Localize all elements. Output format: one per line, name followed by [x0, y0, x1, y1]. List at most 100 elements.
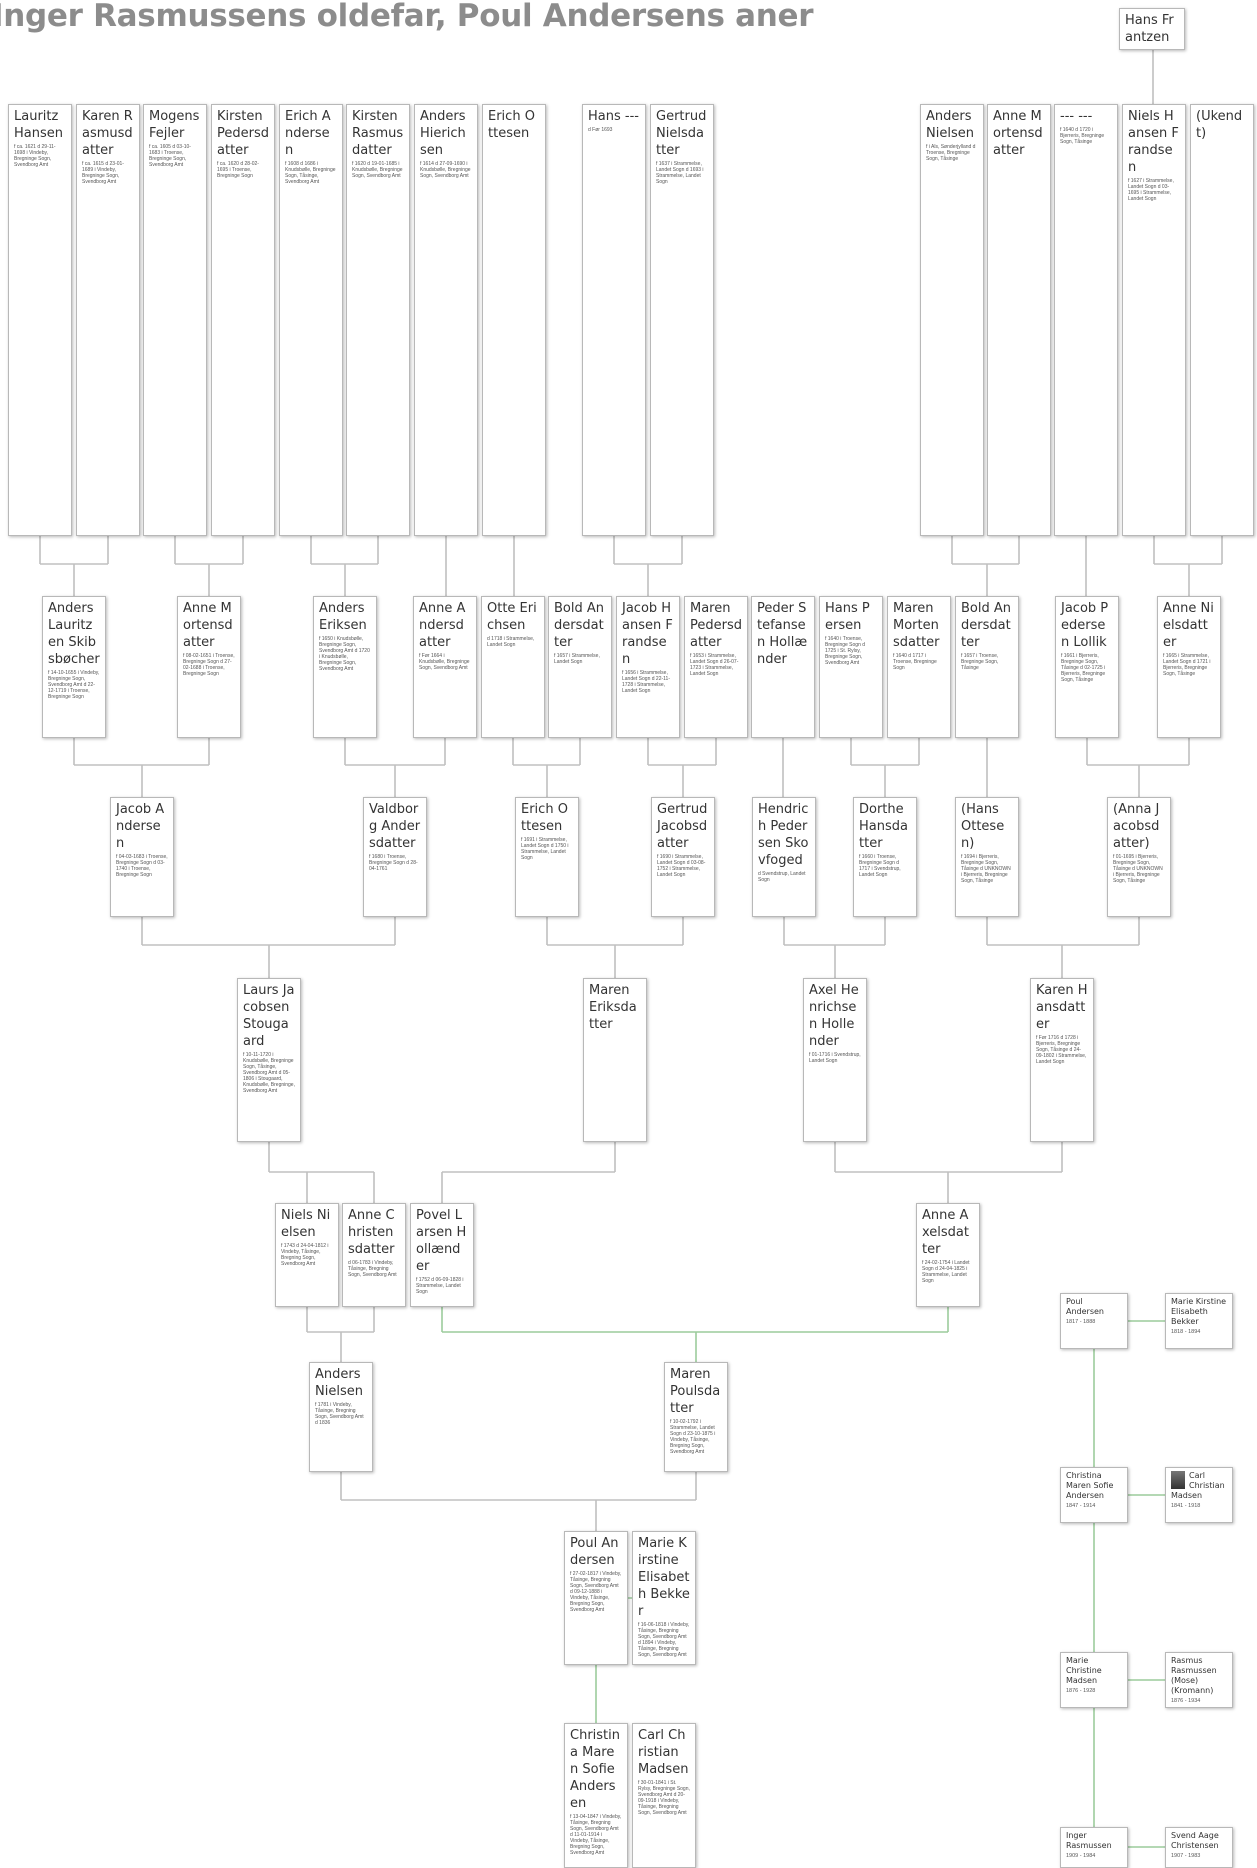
sidebar-person-name: Carl Christian Madsen — [1171, 1471, 1225, 1500]
person-box: (Ukendt) — [1190, 104, 1254, 536]
connector-line — [306, 1307, 375, 1362]
person-name: --- --- — [1060, 109, 1093, 124]
sidebar-person-name: Christina Maren Sofie Andersen — [1066, 1471, 1114, 1500]
person-dates: f 1690 i Strammelse, Landet Sogn d 03-08… — [657, 854, 706, 878]
person-dates: f 1694 i Bjerreris, Bregninge Sogn, Tåsi… — [961, 854, 1011, 884]
person-box: Anne Mortensdatter — [987, 104, 1051, 536]
person-name: Anders Nielsen — [315, 1367, 363, 1399]
person-dates: f 1656 i Strammelse, Landet Sogn d 22-11… — [622, 670, 671, 694]
person-box: Gertrud Nielsdatter f 1637 i Strammelse, … — [650, 104, 714, 536]
connector-line — [340, 1472, 697, 1531]
connector-line — [986, 917, 1140, 978]
person-name: Povel Larsen Hollænder — [416, 1208, 467, 1274]
person-name: Anne Mortensdatter — [993, 109, 1043, 158]
person-box: Anders Hierichsen f 1614 d 27-09-1690 i K… — [414, 104, 478, 536]
person-name: Lauritz Hansen — [14, 109, 63, 141]
person-name: Gertrud Jacobsdatter — [657, 802, 708, 851]
person-name: Jacob Hansen Frandsen — [622, 601, 673, 667]
person-dates: f 1637 i Strammelse, Landet Sogn d 1693 … — [656, 161, 704, 185]
person-dates: f 27-02-1817 i Vindeby, Tåsinge, Bregnin… — [570, 1571, 622, 1613]
person-name: Gertrud Nielsdatter — [656, 109, 707, 158]
sidebar-person-dates: 1876 - 1928 — [1066, 1688, 1096, 1694]
sidebar-person-dates: 1841 - 1918 — [1171, 1503, 1201, 1509]
connector-line — [39, 536, 109, 596]
person-name: (Ukendt) — [1196, 109, 1243, 141]
person-name: Karen Hansdatter — [1036, 983, 1088, 1032]
person-dates: f 1614 d 27-09-1690 i Knudsbølle, Bregni… — [420, 161, 471, 179]
person-box: Hans ---d Før 1693 — [582, 104, 646, 536]
person-dates: f 1657 i Strammelse, Landet Sogn — [554, 653, 600, 665]
sidebar-person-dates: 1818 - 1894 — [1171, 1329, 1201, 1335]
person-dates: f 1752 d 06-09-1828 i Strammelse, Landet… — [416, 1277, 464, 1295]
person-name: Jacob Pedersen Lollik — [1061, 601, 1109, 650]
person-name: Anders Hierichsen — [420, 109, 466, 158]
person-name: Kirsten Pedersdatter — [217, 109, 269, 158]
person-name: Anne Andersdatter — [419, 601, 466, 650]
sidebar-person-name: Inger Rasmussen — [1066, 1831, 1112, 1850]
person-dates: f 1640 d 1720 i Bjerreris, Bregninge Sog… — [1060, 127, 1105, 145]
connector-line — [647, 738, 717, 797]
person-dates: f 1640 d 1717 i Troense, Bregninge Sogn — [893, 653, 937, 671]
connector-line — [306, 1172, 375, 1203]
person-name: Mogens Fejler — [149, 109, 200, 141]
person-name: Erich Ottesen — [488, 109, 535, 141]
person-box: Gertrud Jacobsdatter f 1690 i Strammelse,… — [651, 797, 715, 917]
person-dates: f 1657 i Troense, Bregninge Sogn, Tåsing… — [961, 653, 999, 671]
sidebar-person-name: Poul Andersen — [1066, 1297, 1104, 1316]
sidebar-person-dates: 1847 - 1914 — [1066, 1503, 1096, 1509]
person-dates: f 04-03-1683 i Troense, Bregninge Sogn d… — [116, 854, 168, 878]
person-box: Anne Axelsdatter f 24-02-1754 i Landet So… — [916, 1203, 980, 1307]
person-dates: f 1608 d 1686 i Knudsbølle, Bregninge So… — [285, 161, 336, 185]
connector-line — [441, 1142, 616, 1203]
person-name: Anne Mortensdatter — [183, 601, 233, 650]
person-dates: f 10-11-1720 i Knudsbølle, Bregninge Sog… — [243, 1052, 295, 1094]
sidebar-person-name: Svend Aage Christensen — [1171, 1831, 1219, 1850]
person-name: Maren Eriksdatter — [589, 983, 637, 1032]
connector-line — [310, 536, 379, 596]
person-box: Povel Larsen Hollænder f 1752 d 06-09-182… — [410, 1203, 474, 1307]
person-dates: f ca. 1605 d 03-10-1683 i Troense, Bregn… — [149, 144, 191, 168]
person-box: Anne Mortensdatter f 08-02-1651 i Troense… — [177, 596, 241, 738]
person-name: Hans Persen — [825, 601, 870, 633]
connector-line — [834, 1142, 1063, 1203]
person-dates: f 1781 i Vindeby, Tåsinge, Bregning Sogn… — [315, 1402, 364, 1426]
person-name: (Hans Ottesen) — [961, 802, 1005, 851]
sidebar-person-box: Carl Christian Madsen 1841 - 1918 — [1165, 1467, 1233, 1523]
connector-line — [1086, 738, 1190, 797]
person-box: Lauritz Hansen f ca. 1621 d 29-11-1698 i … — [8, 104, 72, 536]
person-dates: f ca. 1621 d 29-11-1698 i Vindeby, Bregn… — [14, 144, 56, 168]
sidebar-person-box: Marie Christine Madsen 1876 - 1928 — [1060, 1652, 1128, 1708]
person-name: Otte Erichsen — [487, 601, 537, 633]
connector-line — [1153, 536, 1223, 596]
connector-line — [268, 1142, 374, 1173]
person-name: Hendrich Pedersen Skovfoged — [758, 802, 809, 868]
person-dates: f 24-02-1754 i Landet Sogn d 24-04-1825 … — [922, 1260, 970, 1284]
person-name: Marie Kirstine Elisabeth Bekker — [638, 1536, 690, 1619]
person-name: Anne Nielsdatter — [1163, 601, 1214, 650]
person-name: (Anna Jacobsdatter) — [1113, 802, 1160, 851]
person-box: Peder Stefansen Hollænder — [751, 596, 815, 738]
person-name: Anders Eriksen — [319, 601, 367, 633]
connector-line — [73, 738, 210, 797]
person-dates: d 06-1783 i Vindeby, Tåsinge, Bregning S… — [348, 1260, 397, 1278]
person-dates: f 13-04-1847 i Vindeby, Tåsinge, Bregnin… — [570, 1814, 622, 1856]
sidebar-person-name: Marie Christine Madsen — [1066, 1656, 1102, 1685]
person-name: Axel Henrichsen Hollender — [809, 983, 859, 1049]
connector-line — [174, 536, 244, 596]
person-dates: f 08-02-1651 i Troense, Bregninge Sogn d… — [183, 653, 235, 677]
person-name: Anne Axelsdatter — [922, 1208, 969, 1257]
